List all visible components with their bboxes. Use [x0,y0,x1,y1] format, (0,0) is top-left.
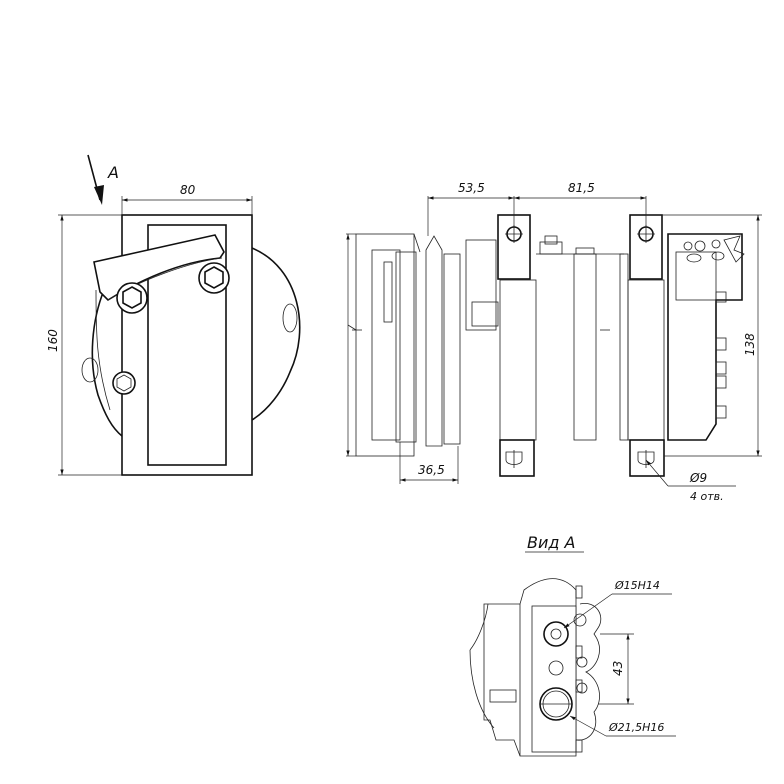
callout-21-5h16: Ø21,5Н16 [569,715,676,737]
side-view: 53,5 81,5 36,5 138 Ø9 [346,181,762,503]
dimension-36-5: 36,5 [399,442,459,484]
bracket-window [147,224,227,466]
bracket-body [121,214,253,476]
view-a-label: A [107,163,119,182]
view-a-title: Вид А [527,533,575,552]
svg-text:138: 138 [743,333,757,356]
svg-text:53,5: 53,5 [458,181,485,195]
hex-bolt-1 [116,282,148,314]
view-a-arrow: A [87,154,119,205]
callout-15h14: Ø15Н14 [563,579,672,629]
pulley-groove [425,235,443,447]
front-view: A 80 [46,154,301,476]
svg-text:81,5: 81,5 [568,181,595,195]
svg-text:Ø9: Ø9 [689,471,707,485]
head-plate [531,605,577,753]
rear-head [667,233,743,441]
hex-bolt-2 [198,262,230,294]
dimension-height-160: 160 [46,214,122,476]
small-port [543,621,569,647]
dimension-43: 43 [598,633,634,705]
front-foot [499,439,535,477]
dimension-height-138: 138 [646,214,762,457]
svg-text:80: 80 [180,183,196,197]
hex-bolt-3 [112,371,136,395]
large-port [539,687,573,721]
svg-text:36,5: 36,5 [418,463,445,477]
view-a-detail: Вид А Ø15Н14 [469,533,676,757]
svg-text:4 отв.: 4 отв. [690,490,724,503]
dimension-53-5: 53,5 [427,181,515,236]
svg-text:160: 160 [46,329,60,352]
dimension-81-5: 81,5 [514,181,647,228]
svg-text:Ø15Н14: Ø15Н14 [614,579,660,592]
rear-foot [629,439,665,477]
clutch-outline [355,233,415,457]
svg-text:43: 43 [611,661,625,676]
dimension-width-80: 80 [121,183,253,215]
hole-callout-9: Ø9 4 отв. [645,459,736,503]
svg-text:Ø21,5Н16: Ø21,5Н16 [608,721,664,734]
